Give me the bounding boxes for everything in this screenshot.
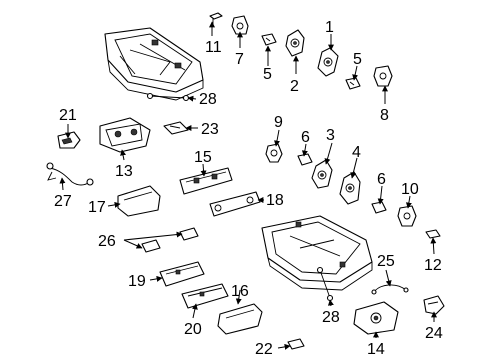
callout-labels: 1 2 3 4 5 5 6 6 7 8 9 10 11 12 13 14 15 … — [54, 19, 443, 358]
callout-15: 15 — [194, 149, 212, 166]
callout-1: 1 — [325, 19, 334, 36]
callout-6-right: 6 — [377, 171, 386, 188]
plate-23-drawing — [163, 121, 189, 135]
seat-lower-frame-drawing — [261, 215, 373, 291]
cover-16-drawing — [217, 303, 263, 335]
callout-25: 25 — [377, 253, 395, 270]
cover-17-drawing — [117, 185, 161, 217]
callout-4: 4 — [352, 144, 361, 161]
callout-28-top: 28 — [199, 91, 217, 108]
callout-16: 16 — [231, 283, 249, 300]
callout-21: 21 — [59, 107, 77, 124]
wire-27-drawing — [46, 162, 94, 186]
callout-5-left: 5 — [263, 66, 272, 83]
callout-22: 22 — [255, 341, 273, 358]
callout-12: 12 — [424, 257, 442, 274]
callout-28-bottom: 28 — [322, 309, 340, 326]
clips-26-drawing — [141, 227, 199, 253]
lever-3-drawing — [311, 159, 333, 189]
rail-20-drawing — [181, 283, 229, 309]
pad-22-drawing — [287, 338, 305, 350]
lever-4-drawing — [339, 171, 361, 205]
callout-19: 19 — [128, 273, 146, 290]
rail-19-drawing — [159, 261, 205, 287]
callout-10: 10 — [401, 181, 419, 198]
bar-18-drawing — [209, 191, 261, 217]
recliner-lever-2-drawing — [285, 29, 305, 57]
block-21-drawing — [57, 131, 81, 149]
callout-8: 8 — [380, 107, 389, 124]
bracket-8-drawing — [373, 65, 393, 87]
callout-6-left: 6 — [301, 129, 310, 146]
clip-5-right-drawing — [345, 77, 361, 90]
clip-6-right-drawing — [371, 201, 387, 214]
pin-12-drawing — [425, 229, 441, 239]
callout-14: 14 — [367, 341, 385, 358]
clip-5-left-drawing — [261, 33, 277, 46]
mechanism-14-drawing — [353, 301, 399, 335]
rail-15-drawing — [179, 167, 233, 195]
callout-18: 18 — [266, 192, 284, 209]
track-mechanism-13-drawing — [99, 117, 151, 153]
handle-25-drawing — [371, 284, 409, 295]
rod-28-top-drawing — [146, 92, 190, 102]
callout-24: 24 — [425, 325, 443, 342]
bracket-9-drawing — [265, 143, 283, 163]
callout-20: 20 — [184, 321, 202, 338]
callout-17: 17 — [88, 199, 106, 216]
callout-13: 13 — [115, 163, 133, 180]
callout-23: 23 — [201, 121, 219, 138]
callout-9: 9 — [274, 114, 283, 131]
seat-base-frame-drawing — [104, 27, 204, 101]
callout-5-right: 5 — [353, 51, 362, 68]
clip-6-left-drawing — [297, 153, 313, 166]
callout-11: 11 — [205, 39, 222, 56]
callout-2: 2 — [290, 78, 299, 95]
callout-7: 7 — [235, 51, 244, 68]
bracket-7-drawing — [231, 15, 249, 35]
callout-26: 26 — [98, 233, 116, 250]
callout-3: 3 — [326, 127, 335, 144]
recliner-lever-1-drawing — [317, 47, 339, 77]
callout-27: 27 — [54, 193, 72, 210]
cap-24-drawing — [423, 295, 445, 315]
leader-lines — [59, 21, 437, 350]
bracket-10-drawing — [397, 205, 417, 227]
